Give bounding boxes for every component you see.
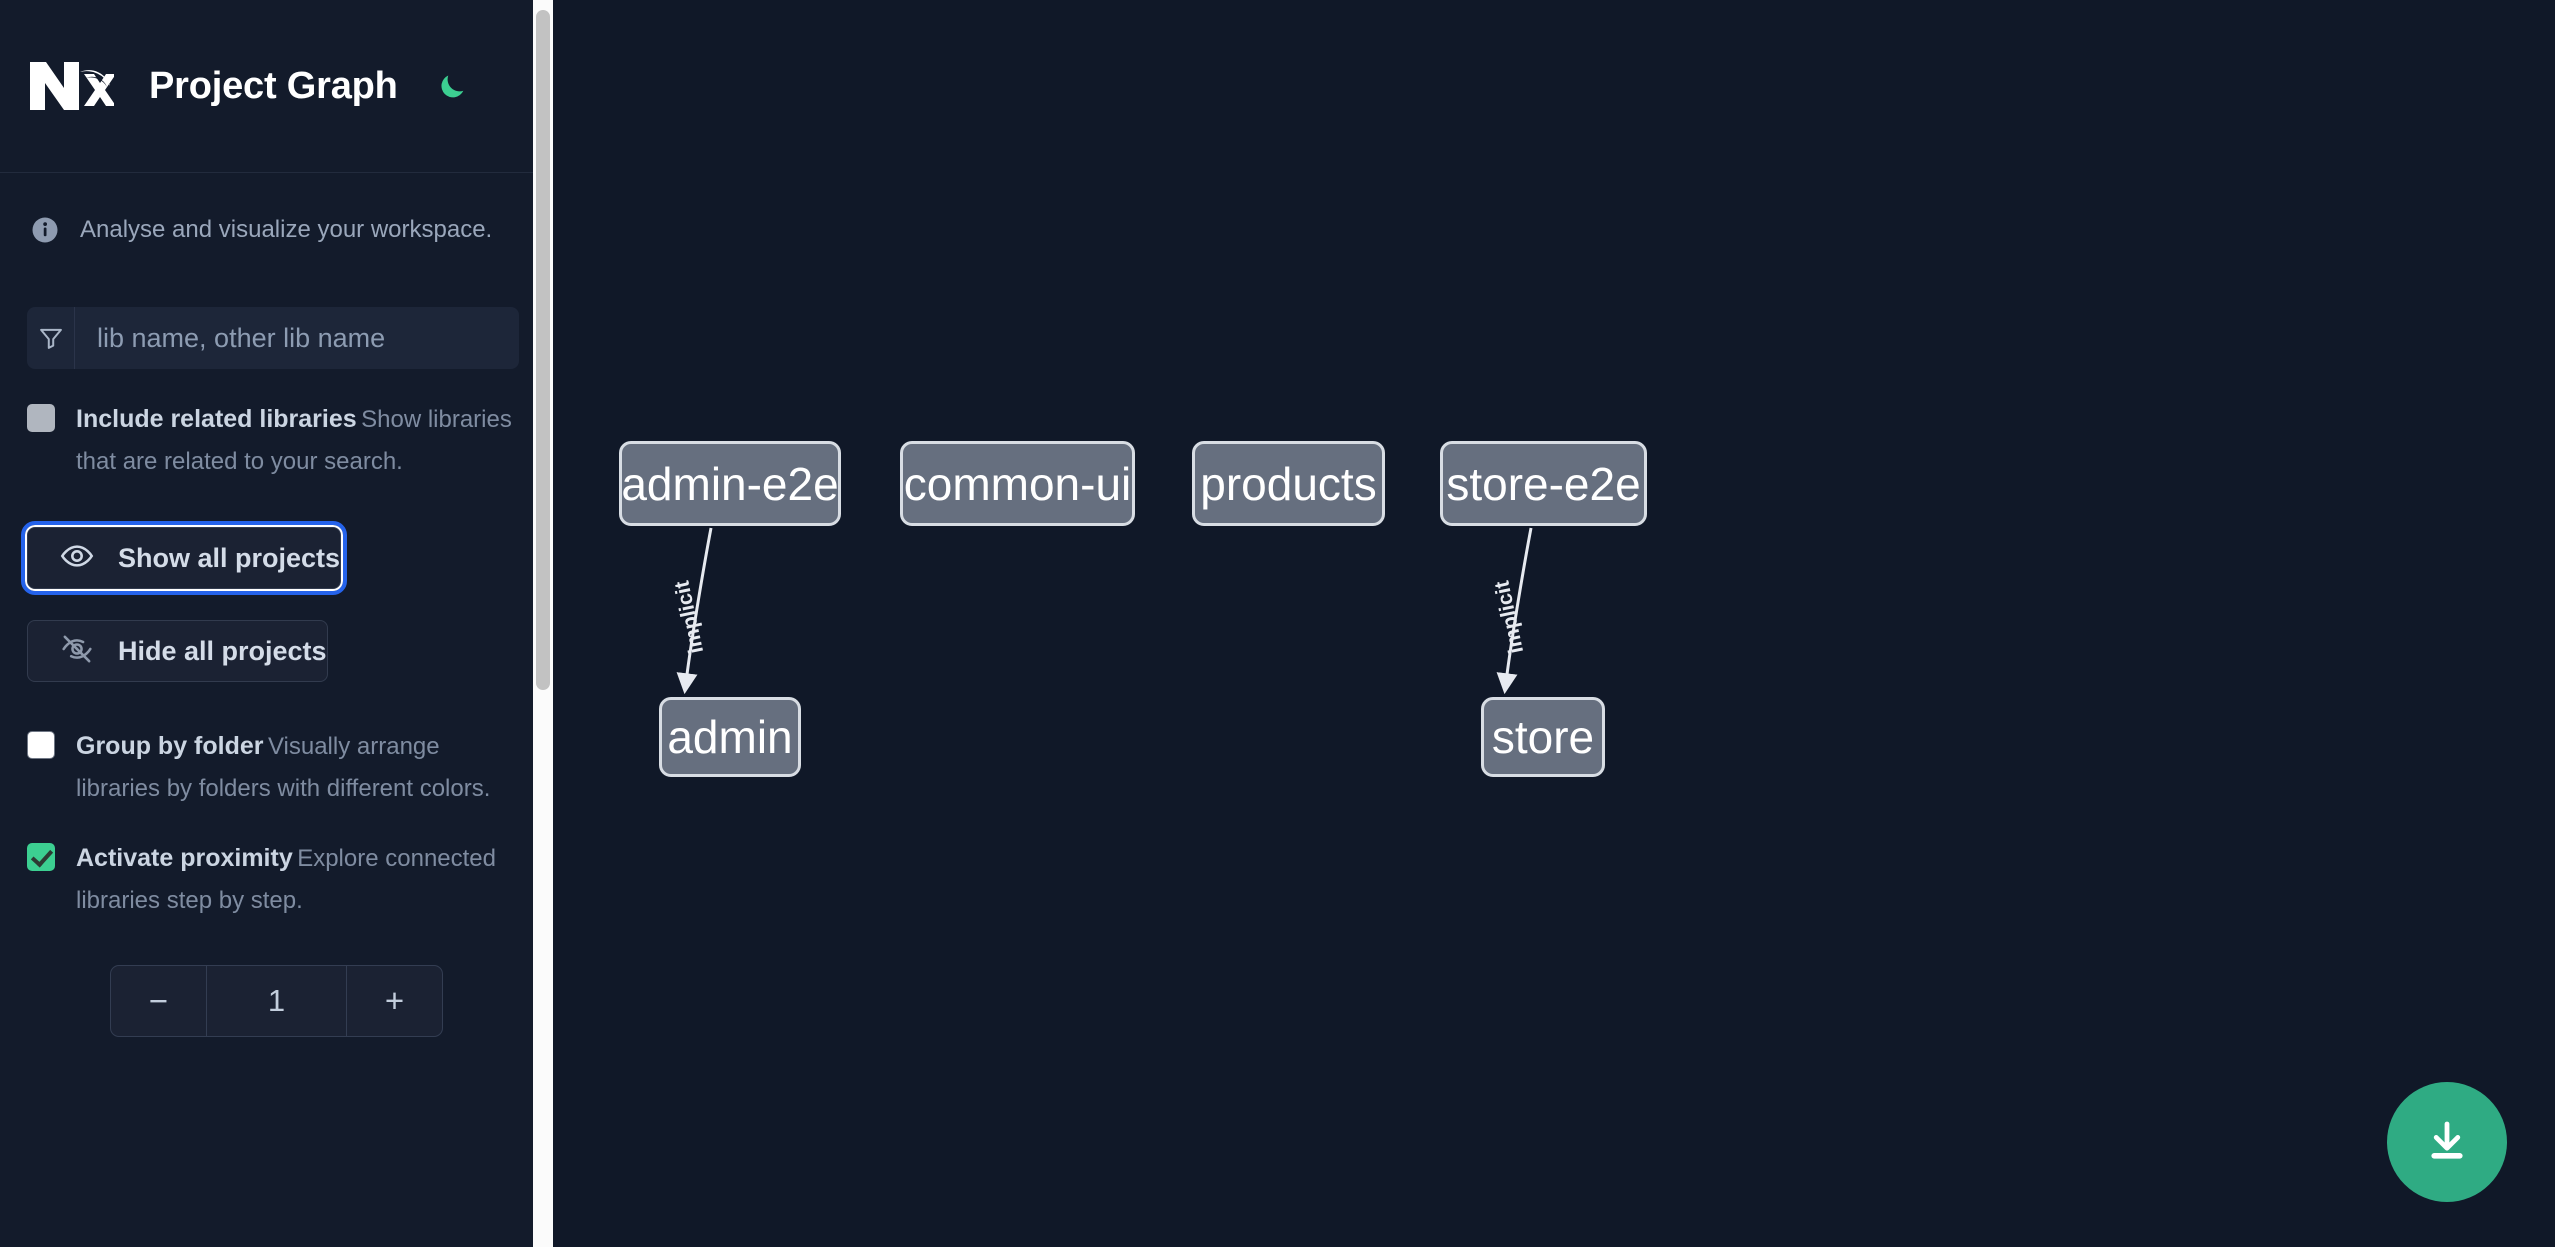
- include-related-libraries-checkbox[interactable]: [27, 404, 55, 432]
- option-label: Activate proximity: [76, 844, 293, 872]
- edge-admin-e2e-admin: [676, 527, 713, 695]
- moon-icon[interactable]: [432, 66, 472, 106]
- graph-node-common-ui[interactable]: common-ui: [900, 441, 1135, 526]
- graph-node-store[interactable]: store: [1481, 697, 1605, 777]
- page-title: Project Graph: [149, 64, 398, 107]
- nx-logo: [28, 54, 116, 118]
- proximity-increment-button[interactable]: +: [346, 966, 442, 1036]
- option-description: Visually arrange libraries by folders wi…: [76, 733, 491, 802]
- info-icon: [30, 215, 60, 245]
- graph-node-admin-e2e[interactable]: admin-e2e: [619, 441, 841, 526]
- download-icon: [2423, 1117, 2471, 1168]
- graph-node-admin[interactable]: admin: [659, 697, 801, 777]
- proximity-decrement-button[interactable]: −: [111, 966, 207, 1036]
- edge-store-e2e-store: [1496, 527, 1533, 695]
- search-box[interactable]: [27, 307, 519, 369]
- graph-node-products[interactable]: products: [1192, 441, 1385, 526]
- eye-off-icon: [58, 632, 96, 670]
- graph-node-store-e2e[interactable]: store-e2e: [1440, 441, 1647, 526]
- proximity-stepper[interactable]: − 1 +: [110, 965, 443, 1037]
- tagline-row: Analyse and visualize your workspace.: [0, 173, 553, 245]
- show-all-projects-label: Show all projects: [118, 542, 341, 573]
- sidebar: Project Graph Analyse and visualize your…: [0, 0, 553, 1247]
- sidebar-scrollbar-track[interactable]: [533, 0, 553, 1247]
- option-text: Group by folder Visually arrange librari…: [76, 726, 519, 810]
- download-image-button[interactable]: [2387, 1082, 2507, 1202]
- hide-all-projects-button[interactable]: Hide all projects: [27, 620, 328, 682]
- filter-funnel-icon: [27, 307, 75, 369]
- option-text: Include related libraries Show libraries…: [76, 399, 519, 483]
- option-label: Group by folder: [76, 732, 264, 760]
- graph-canvas[interactable]: admin-e2e common-ui products store-e2e a…: [553, 0, 2555, 1247]
- option-description: Explore connected libraries step by step…: [76, 845, 496, 914]
- activate-proximity-checkbox[interactable]: [27, 843, 55, 871]
- option-text: Activate proximity Explore connected lib…: [76, 838, 519, 922]
- sidebar-header: Project Graph: [0, 0, 553, 173]
- option-activate-proximity[interactable]: Activate proximity Explore connected lib…: [0, 838, 553, 922]
- eye-icon: [58, 539, 96, 577]
- show-all-projects-button[interactable]: Show all projects: [20, 521, 348, 595]
- hide-all-projects-label: Hide all projects: [118, 635, 327, 666]
- option-group-by-folder[interactable]: Group by folder Visually arrange librari…: [0, 726, 553, 810]
- option-description: Show libraries that are related to your …: [76, 406, 512, 475]
- option-label: Include related libraries: [76, 405, 357, 433]
- search-input[interactable]: [75, 307, 519, 369]
- graph-edges: [676, 527, 1533, 695]
- tagline-text: Analyse and visualize your workspace.: [80, 216, 493, 243]
- option-include-related-libraries[interactable]: Include related libraries Show libraries…: [0, 399, 553, 483]
- sidebar-scrollbar-thumb[interactable]: [536, 10, 550, 690]
- group-by-folder-checkbox[interactable]: [27, 731, 55, 759]
- proximity-value: 1: [267, 983, 286, 1018]
